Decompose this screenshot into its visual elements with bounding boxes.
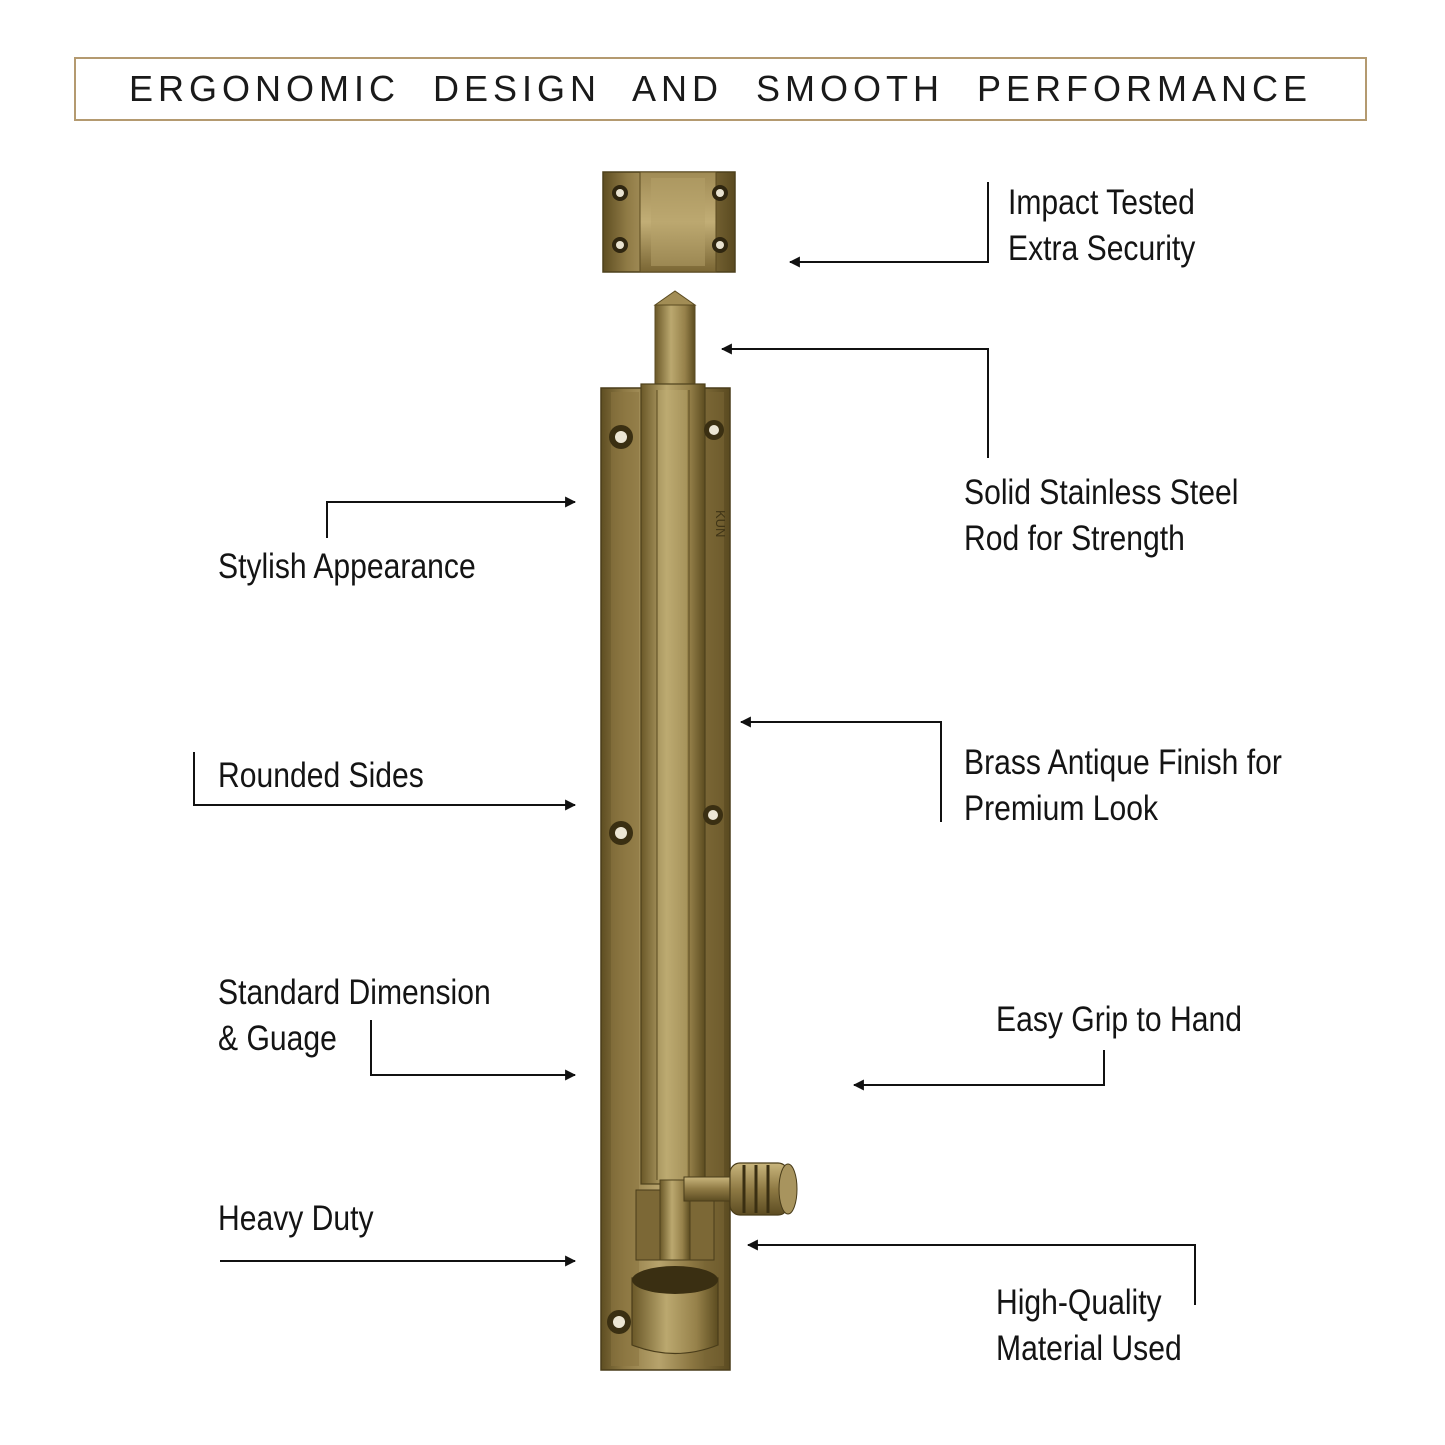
label-rounded-sides: Rounded Sides	[218, 756, 424, 795]
engraving-text: KUN	[713, 510, 728, 537]
label-impact-tested: Impact Tested Extra Security	[1008, 183, 1196, 268]
keeper-plate	[602, 171, 736, 273]
label-brass-finish: Brass Antique Finish for Premium Look	[964, 743, 1282, 828]
base-plate: KUN	[600, 383, 731, 1371]
label-high-quality: High-Quality Material Used	[996, 1283, 1182, 1368]
callout-line-grip	[852, 1050, 1105, 1091]
callout-line-brass	[739, 716, 942, 822]
banner-title: ERGONOMIC DESIGN AND SMOOTH PERFORMANCE	[128, 68, 1313, 109]
callout-line-impact	[788, 182, 989, 268]
label-stylish-appearance: Stylish Appearance	[218, 547, 476, 586]
label-solid-rod: Solid Stainless Steel Rod for Strength	[964, 473, 1239, 558]
grip-knob	[683, 1162, 798, 1216]
label-easy-grip: Easy Grip to Hand	[996, 1000, 1242, 1039]
callout-line-dimension	[370, 1020, 577, 1081]
title-banner: ERGONOMIC DESIGN AND SMOOTH PERFORMANCE	[74, 57, 1367, 121]
bolt-rod-tip	[653, 290, 697, 391]
callout-line-rod	[720, 343, 989, 458]
callout-line-quality	[746, 1239, 1196, 1305]
label-heavy-duty: Heavy Duty	[218, 1199, 374, 1238]
callout-line-stylish	[326, 496, 577, 538]
callout-line-rounded	[193, 752, 577, 811]
callout-lines	[193, 182, 1196, 1305]
label-standard-dimension: Standard Dimension & Guage	[218, 973, 491, 1058]
